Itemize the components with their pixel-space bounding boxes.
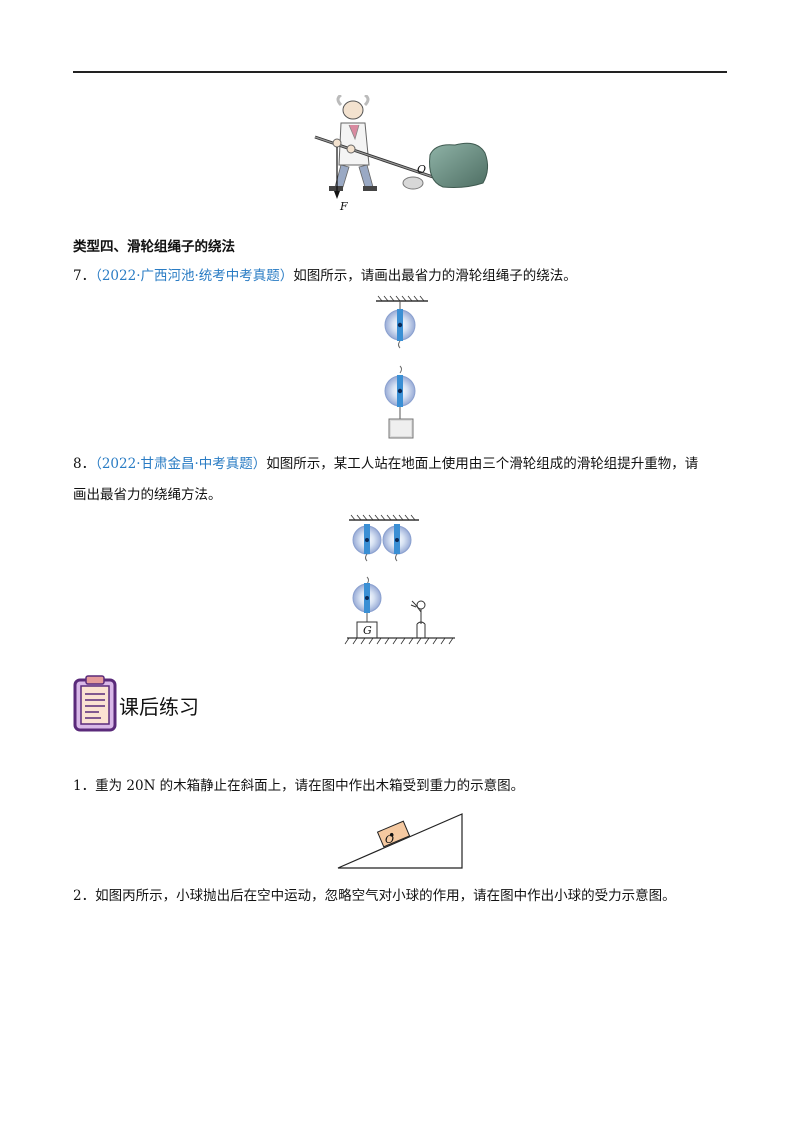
lever-label-o: O <box>417 163 426 176</box>
question-number: 7． <box>73 268 96 284</box>
homework-question-1: 1．重为 20N 的木箱静止在斜面上，请在图中作出木箱受到重力的示意图。 <box>73 776 524 796</box>
lever-label-f: F <box>339 200 348 213</box>
pulley-figure-q8: G <box>344 514 455 645</box>
question-source: （2022·广西河池·统考中考真题） <box>95 268 294 284</box>
question-8-line1: 8．（2022·甘肃金昌·中考真题）如图所示，某工人站在地面上使用由三个滑轮组成… <box>73 454 698 474</box>
question-text: 重为 20N 的木箱静止在斜面上，请在图中作出木箱受到重力的示意图。 <box>95 778 525 794</box>
homework-title: 课后练习 <box>119 695 199 719</box>
question-source: （2022·甘肃金昌·中考真题） <box>95 456 267 472</box>
question-8-line2: 画出最省力的绕绳方法。 <box>73 487 222 503</box>
question-text: 如图所示，某工人站在地面上使用由三个滑轮组成的滑轮组提升重物，请 <box>266 456 699 472</box>
top-rule <box>73 71 727 73</box>
question-number: 8． <box>73 456 96 472</box>
homework-question-2: 2．如图丙所示，小球抛出后在空中运动，忽略空气对小球的作用，请在图中作出小球的受… <box>73 886 676 906</box>
box-label-o: O <box>385 833 394 846</box>
lever-figure: O F <box>314 95 489 213</box>
question-number: 1． <box>73 778 96 794</box>
pulley-figure-q7 <box>376 295 428 439</box>
clipboard-icon <box>73 674 119 732</box>
question-text: 如图丙所示，小球抛出后在空中运动，忽略空气对小球的作用，请在图中作出小球的受力示… <box>95 888 676 904</box>
question-text: 如图所示，请画出最省力的滑轮组绳子的绕法。 <box>293 268 577 284</box>
question-7: 7．（2022·广西河池·统考中考真题）如图所示，请画出最省力的滑轮组绳子的绕法… <box>73 266 577 286</box>
question-number: 2． <box>73 888 96 904</box>
weight-label-g: G <box>363 624 372 637</box>
section-title: 类型四、滑轮组绳子的绕法 <box>73 239 235 255</box>
incline-figure: O <box>337 813 463 869</box>
